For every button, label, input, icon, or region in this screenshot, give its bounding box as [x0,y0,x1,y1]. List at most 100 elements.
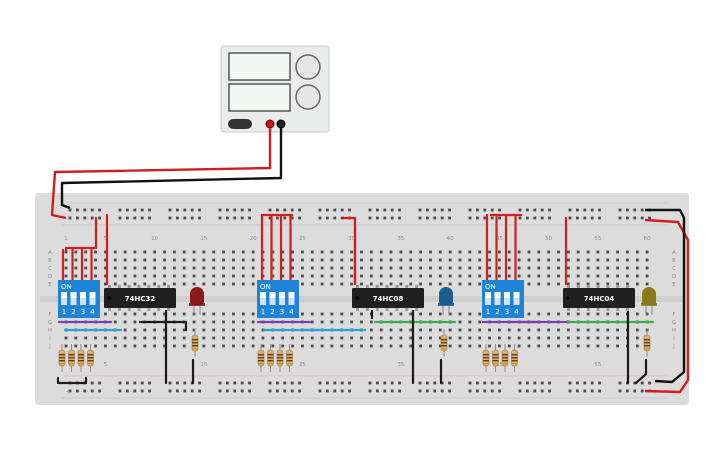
rail-hole[interactable] [118,381,122,385]
rail-hole[interactable] [526,381,529,385]
breadboard-hole[interactable] [133,320,137,324]
breadboard-hole[interactable] [133,328,137,332]
power-supply-output-button[interactable] [228,119,252,129]
breadboard-hole[interactable] [172,312,176,316]
rail-hole[interactable] [526,389,529,393]
breadboard-hole[interactable] [458,320,462,324]
breadboard-hole[interactable] [113,250,117,254]
breadboard-hole[interactable] [74,258,78,262]
rail-hole[interactable] [618,208,622,212]
breadboard-hole[interactable] [616,328,619,332]
rail-hole[interactable] [333,208,337,212]
breadboard-hole[interactable] [163,336,166,340]
breadboard-hole[interactable] [438,344,442,348]
rail-hole[interactable] [326,208,329,212]
rail-hole[interactable] [348,208,351,212]
rail-hole[interactable] [233,389,237,393]
breadboard-hole[interactable] [64,274,68,278]
breadboard-hole[interactable] [478,320,482,324]
breadboard-hole[interactable] [133,274,137,278]
breadboard-hole[interactable] [301,250,304,254]
breadboard-hole[interactable] [172,282,176,286]
rail-hole[interactable] [168,208,172,212]
rail-hole[interactable] [518,208,522,212]
breadboard-hole[interactable] [527,274,531,278]
breadboard-hole[interactable] [182,282,186,286]
breadboard-hole[interactable] [310,274,314,278]
rail-hole[interactable] [90,381,94,385]
rail-hole[interactable] [318,389,322,393]
rail-hole[interactable] [633,208,637,212]
breadboard-hole[interactable] [576,328,580,332]
rail-hole[interactable] [133,216,137,220]
breadboard-hole[interactable] [429,258,432,262]
breadboard-hole[interactable] [557,336,560,340]
breadboard-hole[interactable] [566,282,570,286]
breadboard-hole[interactable] [606,282,610,286]
breadboard-hole[interactable] [369,274,373,278]
breadboard-hole[interactable] [488,336,491,340]
breadboard-hole[interactable] [537,336,541,340]
breadboard-hole[interactable] [576,250,580,254]
breadboard-hole[interactable] [586,312,590,316]
breadboard-hole[interactable] [192,320,196,324]
breadboard-hole[interactable] [419,250,422,254]
rail-hole[interactable] [198,208,201,212]
breadboard-hole[interactable] [419,312,422,316]
rail-hole[interactable] [218,216,222,220]
breadboard-hole[interactable] [586,282,590,286]
breadboard-hole[interactable] [330,344,334,348]
breadboard-hole[interactable] [251,250,255,254]
rail-hole[interactable] [168,389,172,393]
breadboard-hole[interactable] [429,336,432,340]
breadboard-hole[interactable] [507,344,511,348]
breadboard-hole[interactable] [635,250,639,254]
breadboard-hole[interactable] [123,336,127,340]
breadboard-hole[interactable] [340,274,344,278]
breadboard-hole[interactable] [133,312,137,316]
rail-hole[interactable] [618,381,622,385]
breadboard-hole[interactable] [507,328,511,332]
breadboard-hole[interactable] [222,344,225,348]
rail-hole[interactable] [440,381,444,385]
breadboard-hole[interactable] [291,344,294,348]
rail-hole[interactable] [533,208,537,212]
breadboard-hole[interactable] [596,336,600,340]
breadboard-hole[interactable] [399,312,403,316]
breadboard-hole[interactable] [488,266,491,270]
breadboard-hole[interactable] [172,328,176,332]
breadboard-hole[interactable] [527,328,531,332]
breadboard-hole[interactable] [635,266,639,270]
rail-hole[interactable] [468,381,472,385]
breadboard-hole[interactable] [458,266,462,270]
rail-hole[interactable] [568,208,572,212]
rail-hole[interactable] [76,208,79,212]
rail-hole[interactable] [68,389,72,393]
breadboard-hole[interactable] [389,312,393,316]
rail-hole[interactable] [498,216,501,220]
breadboard-hole[interactable] [241,258,245,262]
led-blue[interactable] [438,287,454,315]
breadboard-hole[interactable] [576,258,580,262]
breadboard-hole[interactable] [84,250,88,254]
breadboard-hole[interactable] [369,258,373,262]
breadboard-hole[interactable] [379,266,383,270]
breadboard-hole[interactable] [94,336,97,340]
breadboard-hole[interactable] [172,344,176,348]
breadboard-hole[interactable] [192,250,196,254]
breadboard-hole[interactable] [626,282,629,286]
breadboard-hole[interactable] [458,344,462,348]
breadboard-hole[interactable] [429,312,432,316]
breadboard-hole[interactable] [527,336,531,340]
rail-hole[interactable] [190,216,194,220]
rail-hole[interactable] [240,389,244,393]
rail-hole[interactable] [240,381,244,385]
breadboard-hole[interactable] [645,312,649,316]
breadboard-hole[interactable] [133,258,137,262]
rail-hole[interactable] [268,208,272,212]
breadboard-hole[interactable] [448,344,452,348]
breadboard-hole[interactable] [143,312,147,316]
breadboard-hole[interactable] [360,250,363,254]
breadboard-hole[interactable] [369,344,373,348]
